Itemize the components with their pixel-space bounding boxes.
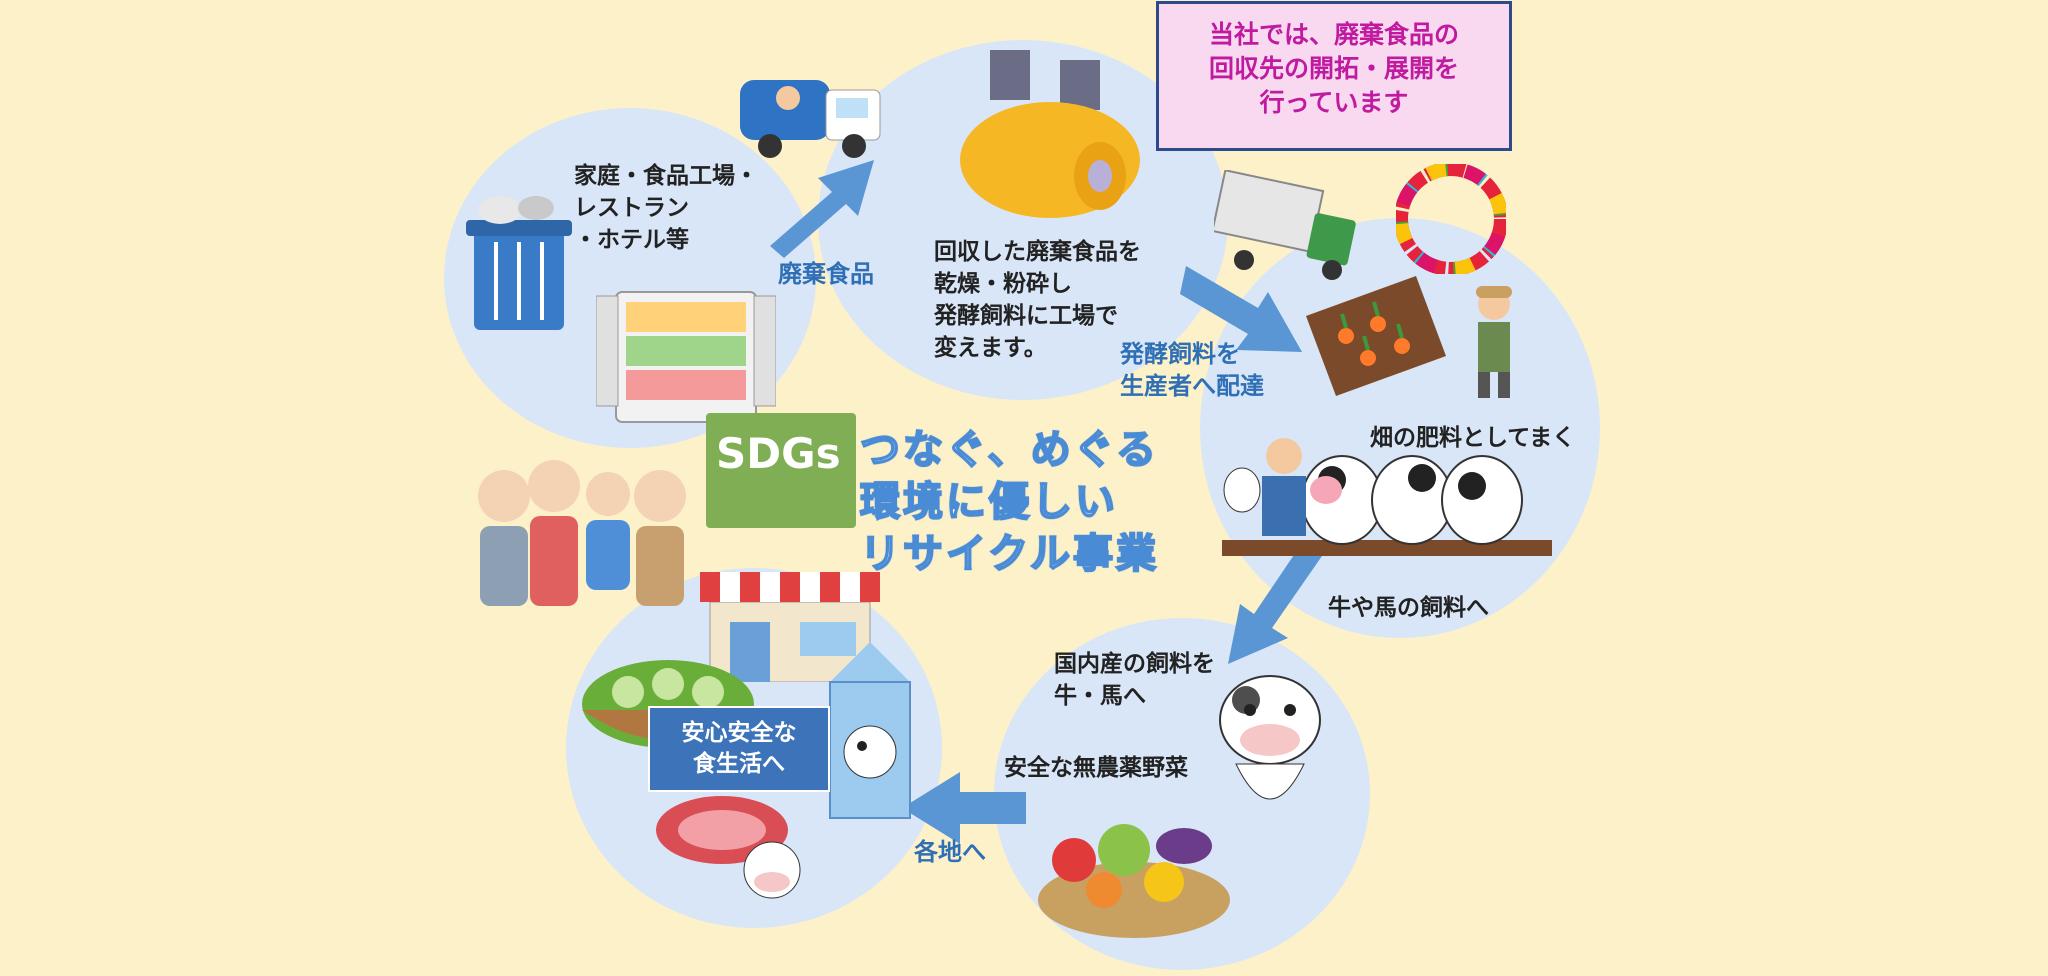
fertilizer-label: 畑の肥料としてまく — [1370, 425, 1576, 451]
shop-icon — [700, 572, 880, 682]
vegetable-basket-icon — [1038, 824, 1230, 938]
arrow-feed-to-market — [902, 772, 1026, 844]
delivery-label: 発酵飼料を 生産者へ配達 — [1120, 340, 1264, 400]
meat-icon — [656, 796, 801, 899]
garbage-truck-icon — [740, 80, 881, 158]
cows-icon — [1222, 438, 1552, 556]
refrigerator-icon — [596, 291, 776, 423]
processing-label: 回収した廃棄食品を 乾燥・粉砕し 発酵飼料に工場で 変えます。 — [934, 239, 1141, 361]
cow-character-icon — [1219, 675, 1321, 800]
safe-diet-box: 安心安全な 食生活へ — [648, 706, 830, 792]
sources-label: 家庭・食品工場・ レストラン ・ホテル等 — [574, 163, 758, 253]
sdgs-wheel-icon — [1396, 164, 1506, 274]
domestic-feed-label: 国内産の飼料を 牛・馬へ — [1054, 651, 1215, 709]
sdgs-badge-label: SDGs — [716, 429, 841, 478]
sdgs-title: つなぐ、めぐる 環境に優しい リサイクル事業 — [859, 426, 1159, 578]
distribution-label: 各地へ — [914, 838, 986, 866]
livestock-feed-label: 牛や馬の飼料へ — [1328, 595, 1489, 621]
milk-carton-icon — [829, 642, 911, 819]
trash-can-icon — [466, 196, 572, 330]
arrow-factory-to-farm — [1180, 266, 1302, 352]
vegetable-field-icon — [1306, 276, 1446, 396]
vegetables-label: 安全な無農薬野菜 — [1004, 755, 1188, 781]
sdgs-badge: SDGs — [706, 413, 856, 528]
waste-food-label: 廃棄食品 — [778, 260, 874, 288]
arrow-farm-to-feed — [1228, 540, 1322, 664]
farmer-icon — [1476, 286, 1512, 398]
fermentation-tank-icon — [960, 50, 1140, 218]
family-icon — [478, 460, 686, 606]
arrow-sources-to-factory — [770, 160, 874, 258]
company-notice: 当社では、廃棄食品の 回収先の開拓・展開を 行っています — [1156, 1, 1512, 151]
delivery-truck-icon — [1214, 170, 1356, 280]
